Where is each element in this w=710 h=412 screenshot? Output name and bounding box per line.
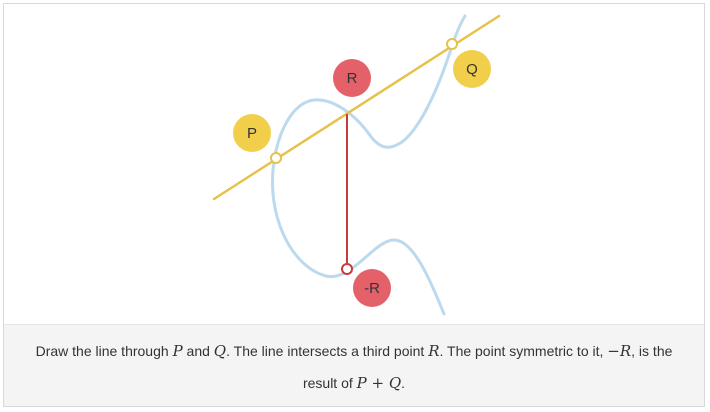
label-neg-r-badge: -R [353, 269, 391, 307]
caption-text-2: and [182, 343, 214, 359]
point-q-marker [446, 38, 458, 50]
caption-text-6: . [401, 375, 406, 391]
point-neg-r-marker [341, 263, 353, 275]
label-q-text: Q [466, 61, 478, 78]
label-r-badge: R [333, 59, 371, 97]
label-q-badge: Q [453, 50, 491, 88]
label-p-badge: P [233, 114, 271, 152]
label-p-text: P [247, 125, 257, 142]
figure-frame: P Q R -R Draw the line through P and Q. … [3, 3, 705, 407]
caption-text-3: . The line intersects a third point [226, 343, 429, 359]
elliptic-curve-diagram: P Q R -R [212, 14, 501, 316]
caption-math-sum: P + Q [356, 374, 402, 392]
caption-text-5: , is the result of [302, 343, 673, 391]
label-neg-r-text: -R [364, 280, 380, 297]
point-p-marker [270, 152, 282, 164]
figure-caption: Draw the line through P and Q. The line … [4, 324, 704, 406]
caption-math-p: P [172, 342, 183, 360]
label-r-text: R [347, 70, 358, 87]
caption-text-1: Draw the line through [35, 343, 173, 359]
caption-math-q: Q [213, 342, 227, 360]
caption-math-neg-r: −R [607, 342, 632, 360]
caption-text-4: . The point symmetric to it, [439, 343, 608, 359]
caption-math-r: R [428, 342, 440, 360]
elliptic-curve-upper-branch [272, 14, 467, 163]
